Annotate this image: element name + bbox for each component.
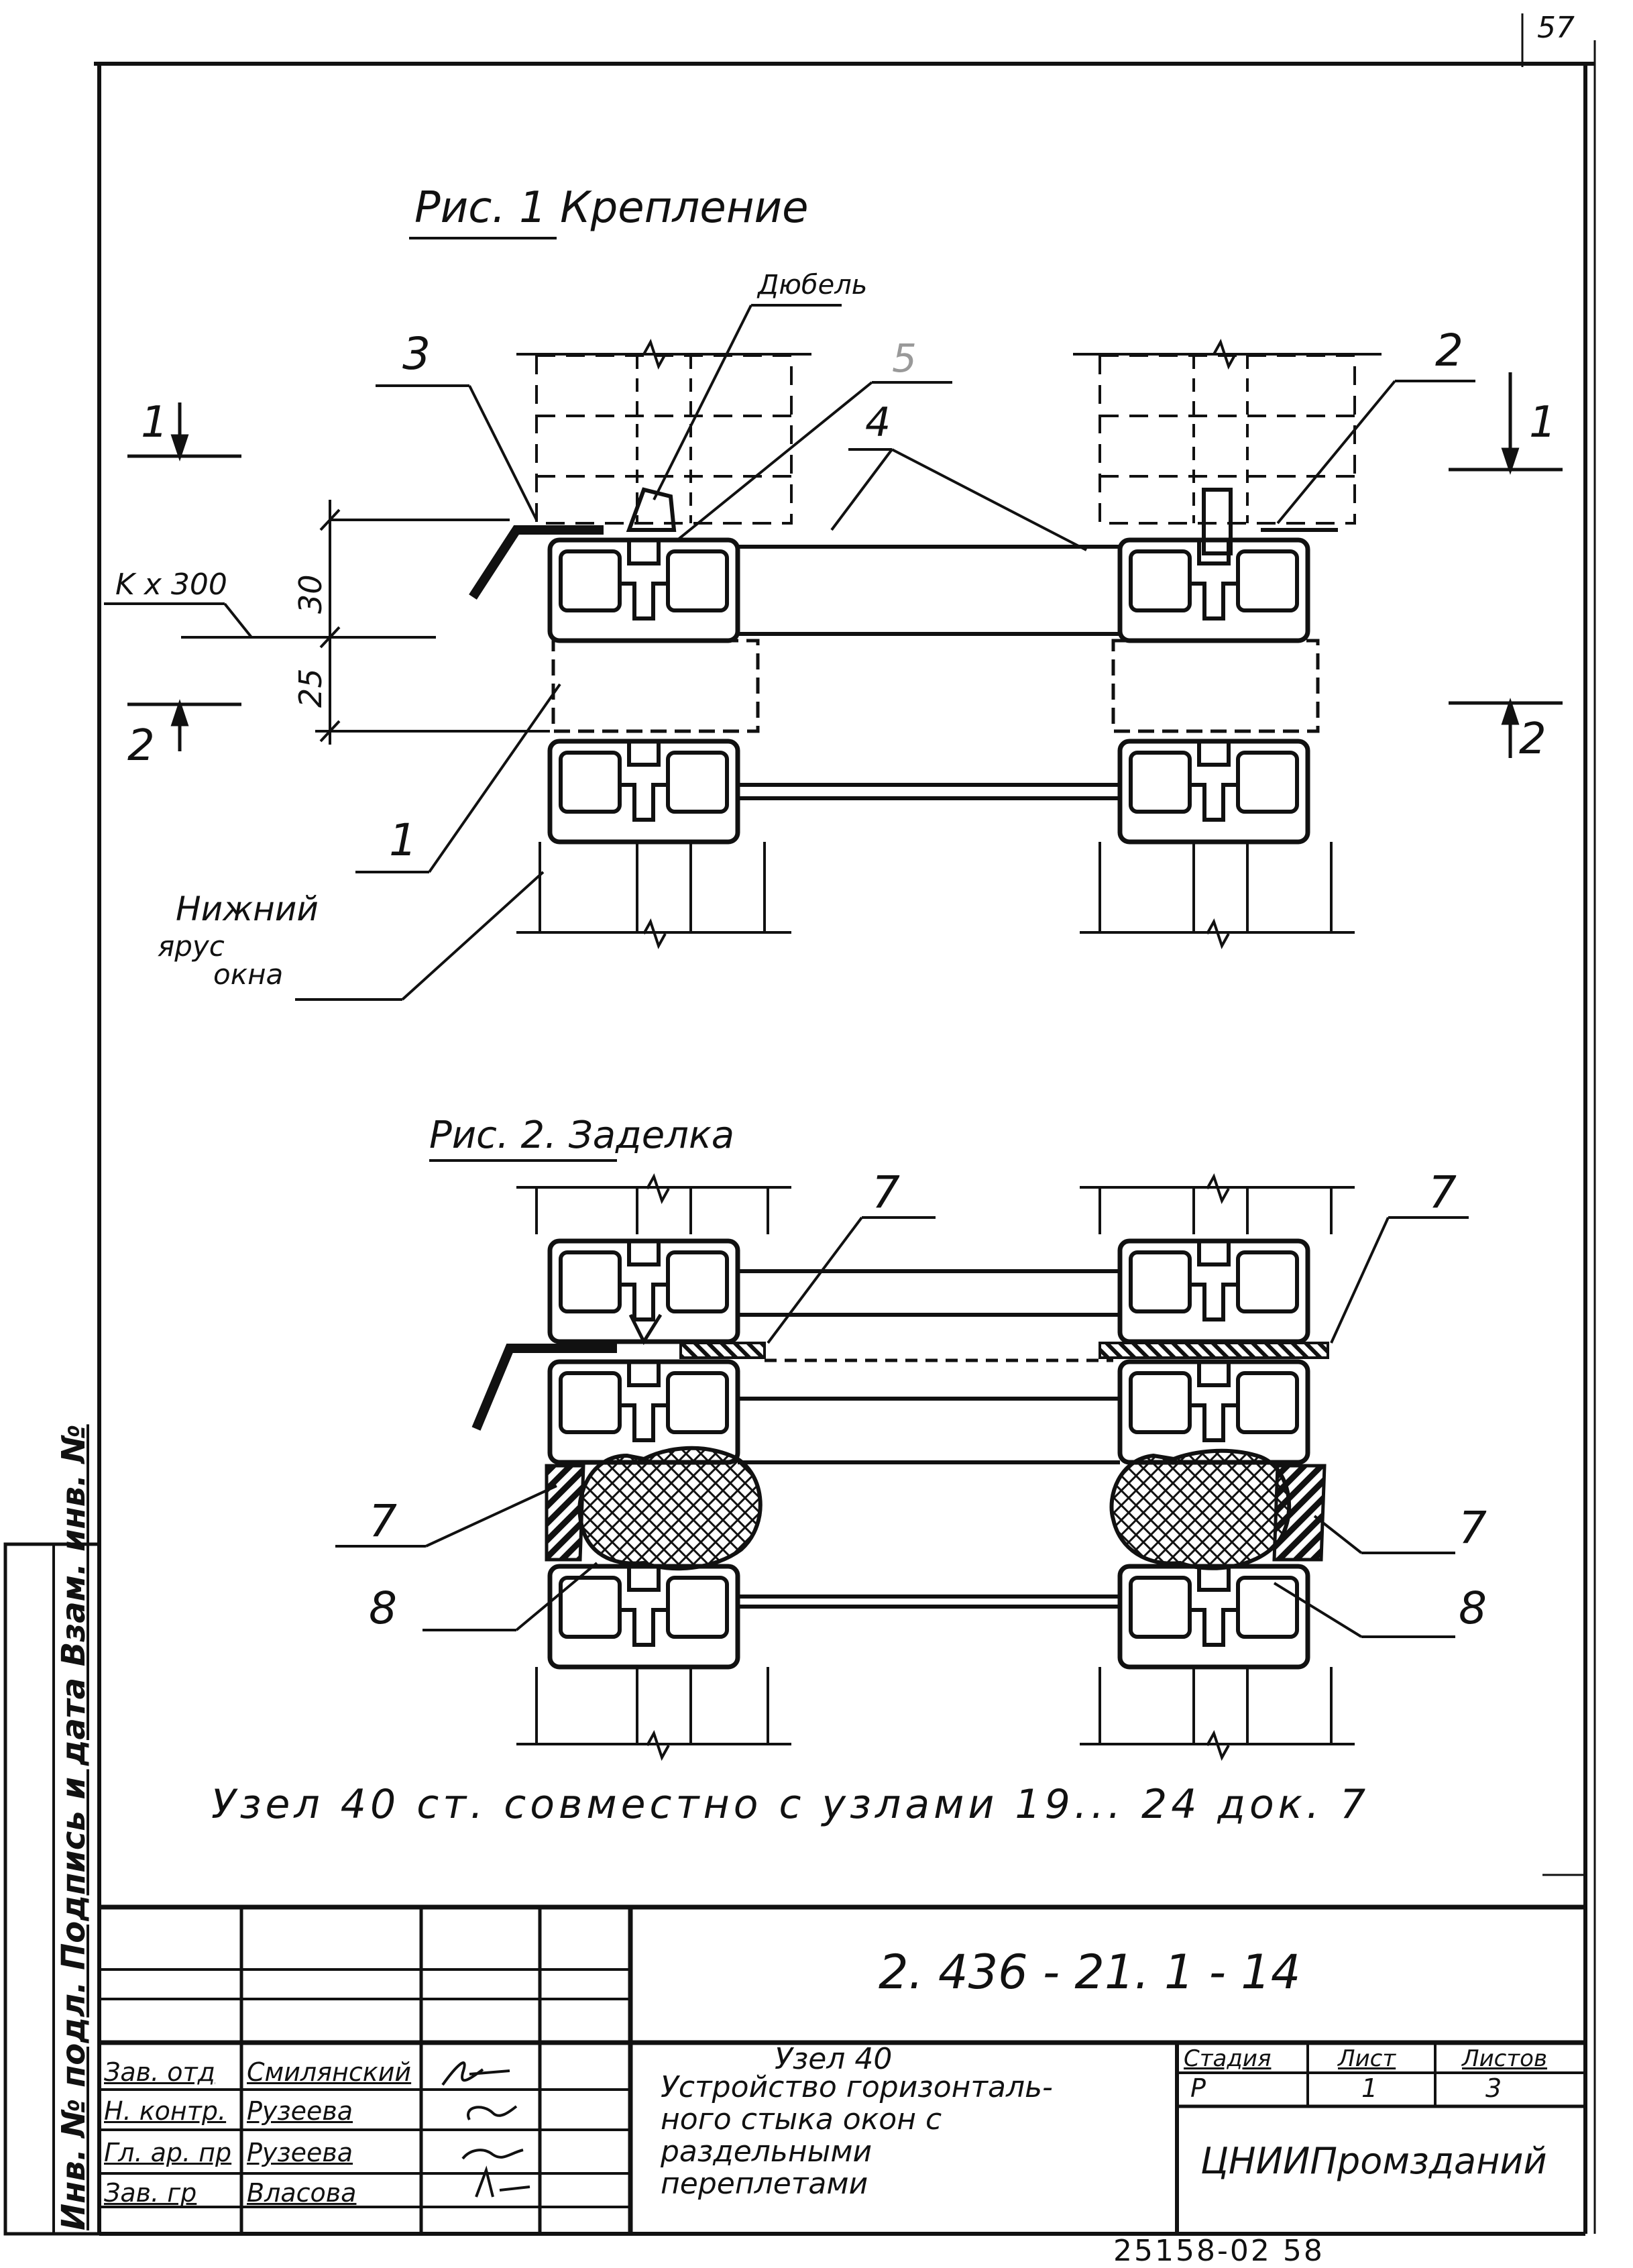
signer-role-2: Н. контр.: [104, 2096, 227, 2126]
title-block-grid: [99, 1874, 1585, 2234]
description-line2: ного стыка окон с: [661, 2102, 942, 2137]
figure1-dimension-25: 25: [292, 668, 329, 708]
figure2-callout-8-right: 8: [1459, 1582, 1487, 1634]
figure2-callout-7-right: 7: [1459, 1502, 1487, 1554]
bottom-code: 25158-02 58: [1113, 2234, 1325, 2268]
figure2-callout-8-left: 8: [369, 1582, 397, 1634]
drawing-caption: Узел 40 ст. совместно с узлами 19... 24 …: [211, 1781, 1370, 1828]
description-line3: раздельными: [661, 2135, 872, 2169]
node-title: Узел 40: [775, 2042, 893, 2076]
figure1-label-faint: 5: [892, 335, 917, 381]
figure1-callout-4: 4: [865, 399, 891, 446]
signer-name-2: Рузеева: [247, 2096, 353, 2126]
signer-role-3: Гл. ар. пр: [104, 2138, 232, 2167]
organization: ЦНИИПромзданий: [1200, 2140, 1547, 2182]
figure2-callout-7-top-right: 7: [1428, 1167, 1457, 1218]
figure1-callout-1: 1: [389, 814, 417, 866]
sheets-value: 3: [1485, 2073, 1502, 2103]
signer-name-1: Смилянский: [247, 2057, 412, 2087]
figure1-callout-3: 3: [402, 328, 431, 380]
description-line4: переплетами: [661, 2167, 868, 2201]
description-line1: Устройство горизонталь-: [661, 2070, 1053, 2104]
figure1-callout-2: 2: [1435, 325, 1463, 376]
signer-name-3: Рузеева: [247, 2138, 353, 2167]
figure2-linework: [335, 1159, 1469, 1761]
col-stage: Стадия: [1184, 2045, 1272, 2072]
sheet-value: 1: [1361, 2073, 1378, 2103]
side-stamp-frame: [3, 1542, 101, 2236]
stage-value: Р: [1190, 2073, 1206, 2103]
figure1-note-lower-tier-line1: Нижний: [176, 889, 319, 928]
signer-role-4: Зав. гр: [104, 2178, 197, 2208]
signer-name-4: Власова: [247, 2178, 357, 2208]
figure2-callout-7-top-left: 7: [872, 1167, 900, 1218]
figure1-dimension-30: 30: [292, 574, 329, 614]
figure1-dimension-step: K x 300: [115, 568, 227, 602]
signer-role-1: Зав. отд: [104, 2057, 215, 2087]
figure1-section-2-left: 2: [127, 721, 155, 771]
page-frame: [94, 13, 1596, 2236]
col-sheets: Листов: [1462, 2045, 1548, 2072]
figure1-section-1-left: 1: [141, 398, 168, 447]
page-number: 57: [1537, 11, 1575, 45]
figure1-section-2-right: 2: [1519, 714, 1546, 764]
side-stamp-text: Инв. № подл. Подпись и дата Взам. инв. №: [55, 1424, 93, 2230]
doc-code: 2. 436 - 21. 1 - 14: [879, 1945, 1301, 2000]
figure2-title: Рис. 2. Заделка: [429, 1114, 735, 1157]
figure1-label-dowels: Дюбель: [758, 270, 868, 301]
figure1-title: Рис. 1 Крепление: [414, 183, 809, 233]
figure1-note-lower-tier-line3: окна: [213, 958, 284, 991]
col-sheet: Лист: [1338, 2045, 1396, 2072]
figure1-note-lower-tier-line2: ярус: [158, 930, 225, 963]
figure1-linework: [104, 237, 1563, 1001]
figure1-section-1-right: 1: [1529, 398, 1557, 447]
signatures: [441, 2061, 530, 2198]
figure2-callout-7-left: 7: [369, 1495, 397, 1547]
